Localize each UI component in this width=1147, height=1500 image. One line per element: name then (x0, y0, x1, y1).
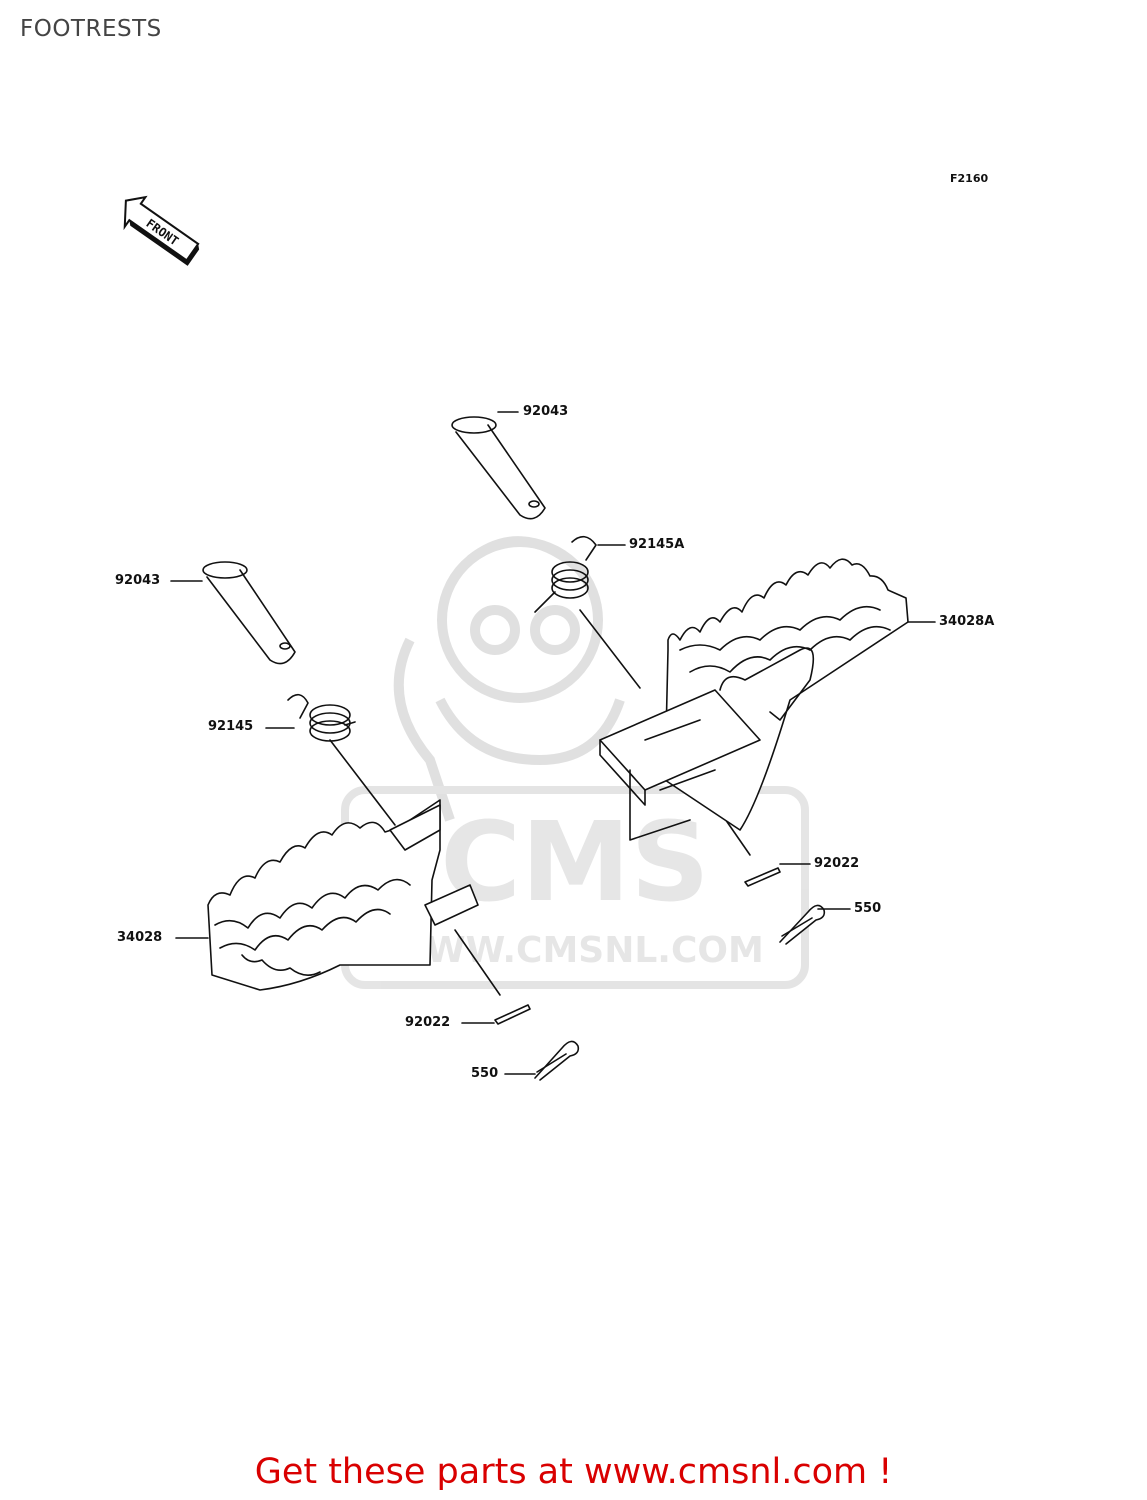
front-arrow-icon: FRONT (123, 195, 200, 266)
watermark-logo-text: CMS (440, 798, 709, 926)
watermark-url-text: WWW.CMSNL.COM (386, 930, 764, 971)
pin-left-part (202, 561, 296, 665)
clip-lower-part (534, 1040, 580, 1081)
footrest-right-part (599, 558, 909, 841)
cms-watermark: CMS WWW.CMSNL.COM (341, 536, 809, 989)
callout-clip-lower[interactable]: 550 (471, 1066, 499, 1081)
promo-link[interactable]: Get these parts at www.cmsnl.com ! (254, 1452, 893, 1492)
clip-upper-part (779, 904, 826, 945)
cotter-lower-leader (454, 929, 501, 996)
callout-clip-upper[interactable]: 550 (854, 901, 882, 916)
callout-cotter-lower[interactable]: 92022 (405, 1015, 451, 1030)
callout-spring-right[interactable]: 92145A (629, 537, 685, 552)
spring-right-part (534, 535, 597, 613)
footrest-left-part (207, 799, 479, 991)
callout-pin-left[interactable]: 92043 (115, 573, 161, 588)
cotter-lower-part (494, 1004, 531, 1025)
spring-right-leader (579, 609, 641, 689)
callout-spring-left[interactable]: 92145 (208, 719, 254, 734)
spring-left-leader (329, 739, 396, 826)
pin-upper-part (451, 416, 546, 520)
page-title: FOOTRESTS (20, 16, 162, 42)
spring-left-part (287, 693, 356, 742)
callout-footrest-left[interactable]: 34028 (117, 930, 163, 945)
cotter-upper-part (744, 867, 781, 887)
callout-cotter-upper[interactable]: 92022 (814, 856, 860, 871)
callout-pin-upper[interactable]: 92043 (523, 404, 569, 419)
callout-footrest-right[interactable]: 34028A (939, 614, 995, 629)
diagram-code: F2160 (950, 172, 989, 185)
